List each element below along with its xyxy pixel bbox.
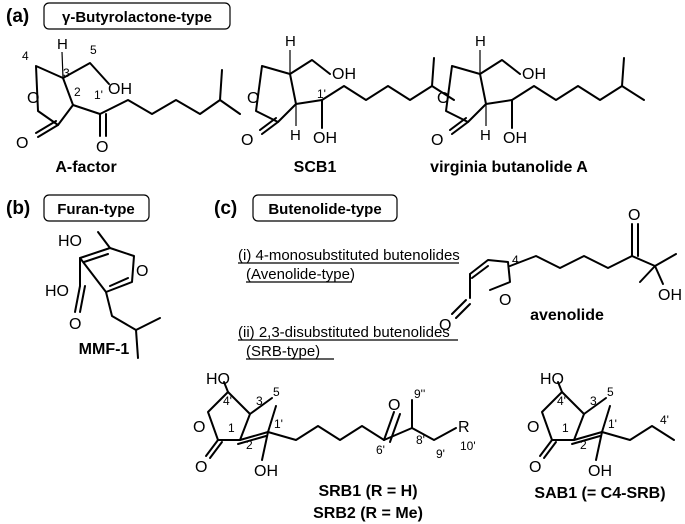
sab1-ho: HO xyxy=(540,371,564,388)
subclass-ii-line2: (SRB-type) xyxy=(246,343,320,360)
mmf-1-structure xyxy=(74,231,161,359)
mmf1-label: MMF-1 xyxy=(79,341,130,358)
scb1-oh-bottom: OH xyxy=(313,130,337,147)
subclass-i-line2: (Avenolide-type) xyxy=(246,266,355,283)
sab1-num-1: 1 xyxy=(562,421,569,435)
sab1-num-2: 2 xyxy=(580,438,587,452)
subclass-i-line1: (i) 4-monosubstituted butenolides xyxy=(238,247,460,264)
srb-ring-o: O xyxy=(193,419,205,436)
srb-carbonyl-o: O xyxy=(195,459,207,476)
a-factor-carbonyl-o: O xyxy=(16,135,28,152)
srb-ketone-o: O xyxy=(388,397,400,414)
srb-num-2: 2 xyxy=(246,438,253,452)
vba-oh-bottom: OH xyxy=(503,130,527,147)
section-b-tag: (b) xyxy=(6,198,30,219)
virginia-butanolide-a-structure xyxy=(445,50,645,135)
srb1-label: SRB1 (R = H) xyxy=(318,483,417,500)
scb1-label: SCB1 xyxy=(294,159,337,176)
avenolide-structure xyxy=(451,223,677,319)
avenolide-oh: OH xyxy=(658,287,682,304)
sab1-num-1p: 1' xyxy=(608,417,617,431)
scb1-carbonyl-o: O xyxy=(241,132,253,149)
a-factor-oh: OH xyxy=(108,81,132,98)
sab1-label: SAB1 (= C4-SRB) xyxy=(534,485,665,502)
srb-ho: HO xyxy=(206,371,230,388)
section-b-title: Furan-type xyxy=(57,201,135,218)
mmf1-ho-top: HO xyxy=(58,233,82,250)
a-factor-ketone-o: O xyxy=(96,139,108,156)
section-b-title-box xyxy=(43,194,150,222)
scb1-oh-top: OH xyxy=(332,66,356,83)
sab1-oh: OH xyxy=(588,463,612,480)
subclass-ii-line1: (ii) 2,3-disubstituted butenolides xyxy=(238,324,450,341)
mmf1-acid-o: O xyxy=(69,316,81,333)
a-factor-structure xyxy=(35,51,241,138)
sab1-structure xyxy=(539,381,675,461)
a-factor-num-3: 3 xyxy=(63,66,70,80)
srb-r: R xyxy=(458,419,470,436)
srb2-label: SRB2 (R = Me) xyxy=(313,505,423,522)
section-a-tag: (a) xyxy=(6,6,29,27)
srb-num-1p: 1' xyxy=(274,417,283,431)
srb-num-5: 5 xyxy=(273,385,280,399)
scb1-ring-o: O xyxy=(247,90,259,107)
avenolide-ketone-o: O xyxy=(628,207,640,224)
avenolide-ring-o: O xyxy=(499,292,511,309)
scb1-structure xyxy=(255,50,455,135)
srb-num-8p: 8' xyxy=(416,433,425,447)
mmf1-ring-o: O xyxy=(136,263,148,280)
a-factor-num-2: 2 xyxy=(74,85,81,99)
avenolide-label: avenolide xyxy=(530,307,604,324)
vba-carbonyl-o: O xyxy=(431,132,443,149)
a-factor-num-1p: 1' xyxy=(94,88,103,102)
scb1-num-1p: 1' xyxy=(317,87,326,101)
sab1-num-4p: 4' xyxy=(557,394,566,408)
avenolide-num-4: 4 xyxy=(512,253,519,267)
sab1-num-4p-chain: 4' xyxy=(660,413,669,427)
a-factor-h: H xyxy=(57,36,68,53)
a-factor-num-5: 5 xyxy=(90,43,97,57)
srb-num-9pp: 9'' xyxy=(414,387,425,401)
srb-num-3: 3 xyxy=(256,394,263,408)
srb-num-6p: 6' xyxy=(376,443,385,457)
sab1-ring-o: O xyxy=(527,419,539,436)
scb1-h-bottom: H xyxy=(290,127,301,144)
a-factor-ring-o: O xyxy=(27,90,39,107)
srb-oh: OH xyxy=(254,463,278,480)
vba-ring-o: O xyxy=(437,90,449,107)
section-a-title: γ-Butyrolactone-type xyxy=(62,9,212,26)
mmf1-ho-acid: HO xyxy=(45,283,69,300)
sab1-carbonyl-o: O xyxy=(529,459,541,476)
vba-h-bottom: H xyxy=(480,127,491,144)
section-c-tag: (c) xyxy=(214,198,237,219)
vba-label: virginia butanolide A xyxy=(430,159,588,176)
section-c-title-box xyxy=(252,194,398,222)
scb1-h-top: H xyxy=(285,33,296,50)
vba-oh-top: OH xyxy=(522,66,546,83)
a-factor-num-4: 4 xyxy=(22,49,29,63)
srb-num-10p: 10' xyxy=(460,439,476,453)
section-c-title: Butenolide-type xyxy=(268,201,381,218)
sab1-num-5: 5 xyxy=(607,385,614,399)
sab1-num-3: 3 xyxy=(590,394,597,408)
section-a-title-box xyxy=(43,2,231,30)
a-factor-label: A-factor xyxy=(55,159,116,176)
srb-num-4p: 4' xyxy=(223,394,232,408)
srb-structure xyxy=(205,381,457,461)
avenolide-carbonyl-o: O xyxy=(439,317,451,334)
srb-num-9p: 9' xyxy=(436,447,445,461)
srb-num-1: 1 xyxy=(228,421,235,435)
vba-h-top: H xyxy=(475,33,486,50)
